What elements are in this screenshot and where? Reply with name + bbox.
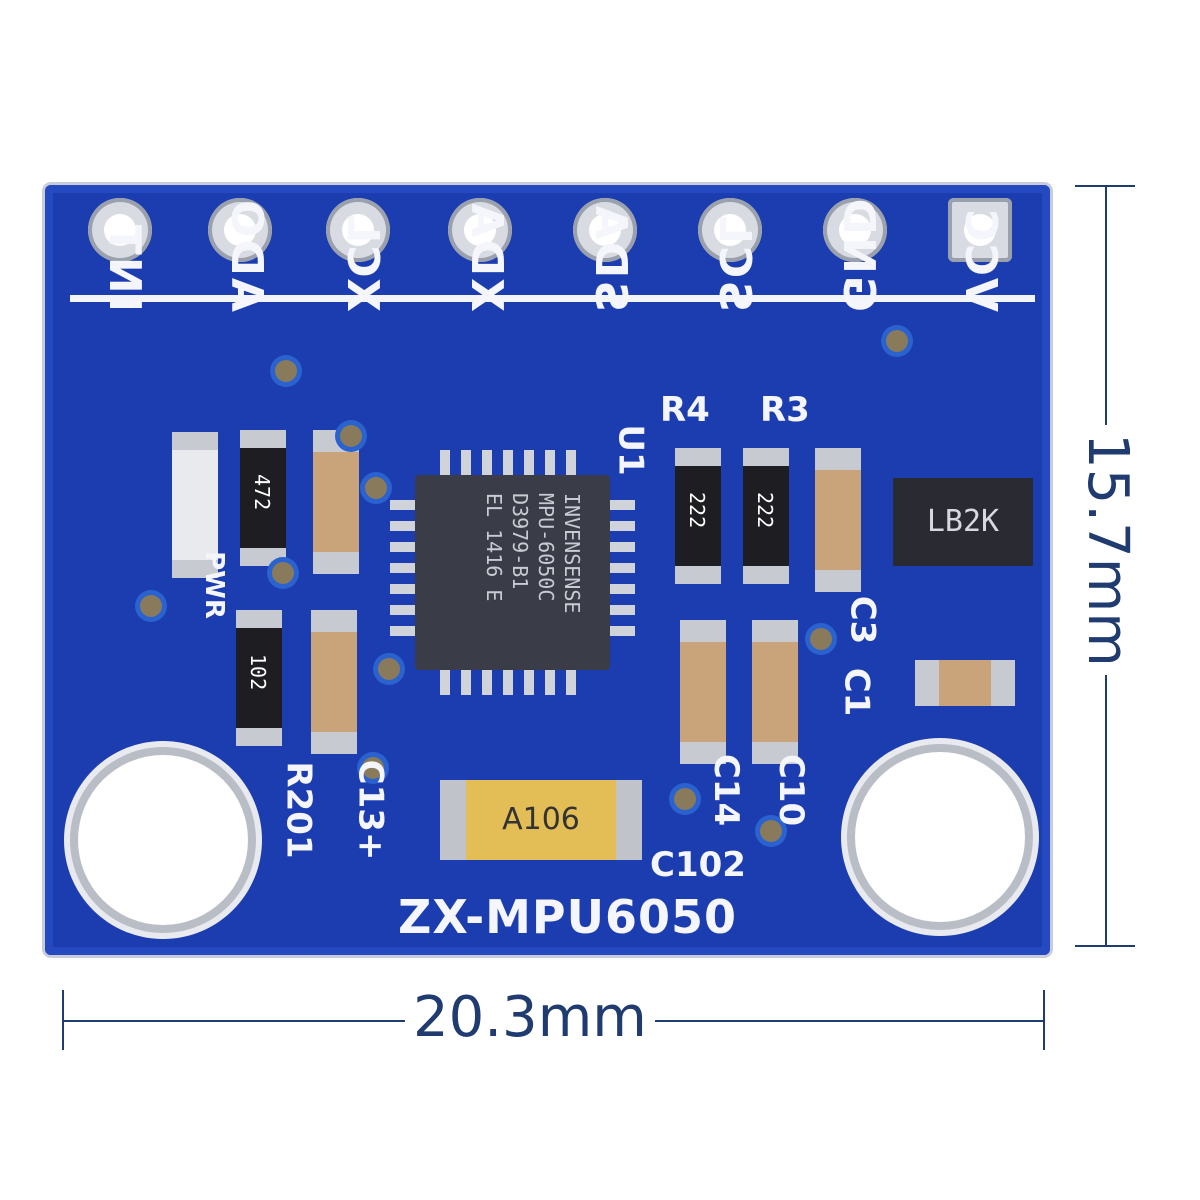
label-c10: C10 [771, 753, 812, 827]
via [272, 562, 294, 584]
label-c1: C1 [836, 667, 877, 717]
chip-text-line: MPU-6050C [534, 493, 558, 602]
capacitor-c1 [915, 660, 1015, 706]
width-dimension-label: 20.3mm [405, 985, 655, 1050]
capacitor [815, 448, 861, 592]
via [365, 477, 387, 499]
resistor-102: 102 [236, 610, 282, 746]
resistor-222: 222 [743, 448, 789, 584]
pin-int [88, 198, 152, 262]
label-u1: U1 [610, 424, 651, 476]
via [810, 628, 832, 650]
via [362, 757, 384, 779]
via [275, 360, 297, 382]
mounting-hole-left [78, 755, 248, 925]
pin-label-xcl: XCL [337, 213, 388, 312]
capacitor [313, 430, 359, 574]
pin-label-sda: SDA [585, 203, 636, 312]
pin-xcl [326, 198, 390, 262]
mpu6050-chip: INVENSENSE MPU-6050C D3979-B1 EL 1416 E [415, 475, 610, 670]
pin-vcc [948, 198, 1012, 262]
pin-label-int: INT [99, 222, 150, 312]
pin-sda [573, 198, 637, 262]
mounting-hole-right [855, 752, 1025, 922]
label-pwr: PWR [198, 551, 229, 619]
via [140, 595, 162, 617]
via [886, 330, 908, 352]
capacitor-c14 [680, 620, 726, 764]
via [378, 658, 400, 680]
via [674, 788, 696, 810]
dimension-tick [62, 990, 64, 1050]
pin-gnd [823, 198, 887, 262]
capacitor [311, 610, 357, 754]
label-r201: R201 [278, 761, 319, 859]
label-c14: C14 [706, 753, 747, 827]
height-dimension-label: 15.7mm [1075, 425, 1140, 675]
regulator-lb2k: LB2K [893, 478, 1033, 566]
pin-xda [448, 198, 512, 262]
via [760, 820, 782, 842]
board-name-label: ZX-MPU6050 [398, 890, 738, 944]
pin-ado [208, 198, 272, 262]
pin-label-xda: XDA [461, 201, 512, 313]
power-led [172, 432, 218, 578]
silkscreen-line [70, 295, 1035, 302]
label-c13: C13+ [350, 759, 391, 861]
resistor-472: 472 [240, 430, 286, 566]
dimension-tick [1075, 945, 1135, 947]
chip-text-line: EL 1416 E [482, 493, 506, 602]
capacitor-c10 [752, 620, 798, 764]
pin-scl [698, 198, 762, 262]
pin-label-scl: SCL [709, 213, 760, 312]
via [340, 425, 362, 447]
pin-label-vcc: VCC [955, 207, 1006, 312]
chip-text-line: D3979-B1 [508, 493, 532, 590]
dimension-tick [1075, 185, 1135, 187]
label-r3: R3 [760, 390, 810, 430]
tantalum-capacitor: A106 [440, 780, 642, 860]
label-c102: C102 [650, 845, 746, 885]
label-c3: C3 [842, 595, 883, 645]
dimension-tick [1043, 990, 1045, 1050]
label-r4: R4 [660, 390, 710, 430]
pin-label-ado: ADO [221, 198, 272, 312]
resistor-222: 222 [675, 448, 721, 584]
pin-label-gnd: GND [833, 196, 884, 312]
chip-text-line: INVENSENSE [560, 493, 584, 614]
